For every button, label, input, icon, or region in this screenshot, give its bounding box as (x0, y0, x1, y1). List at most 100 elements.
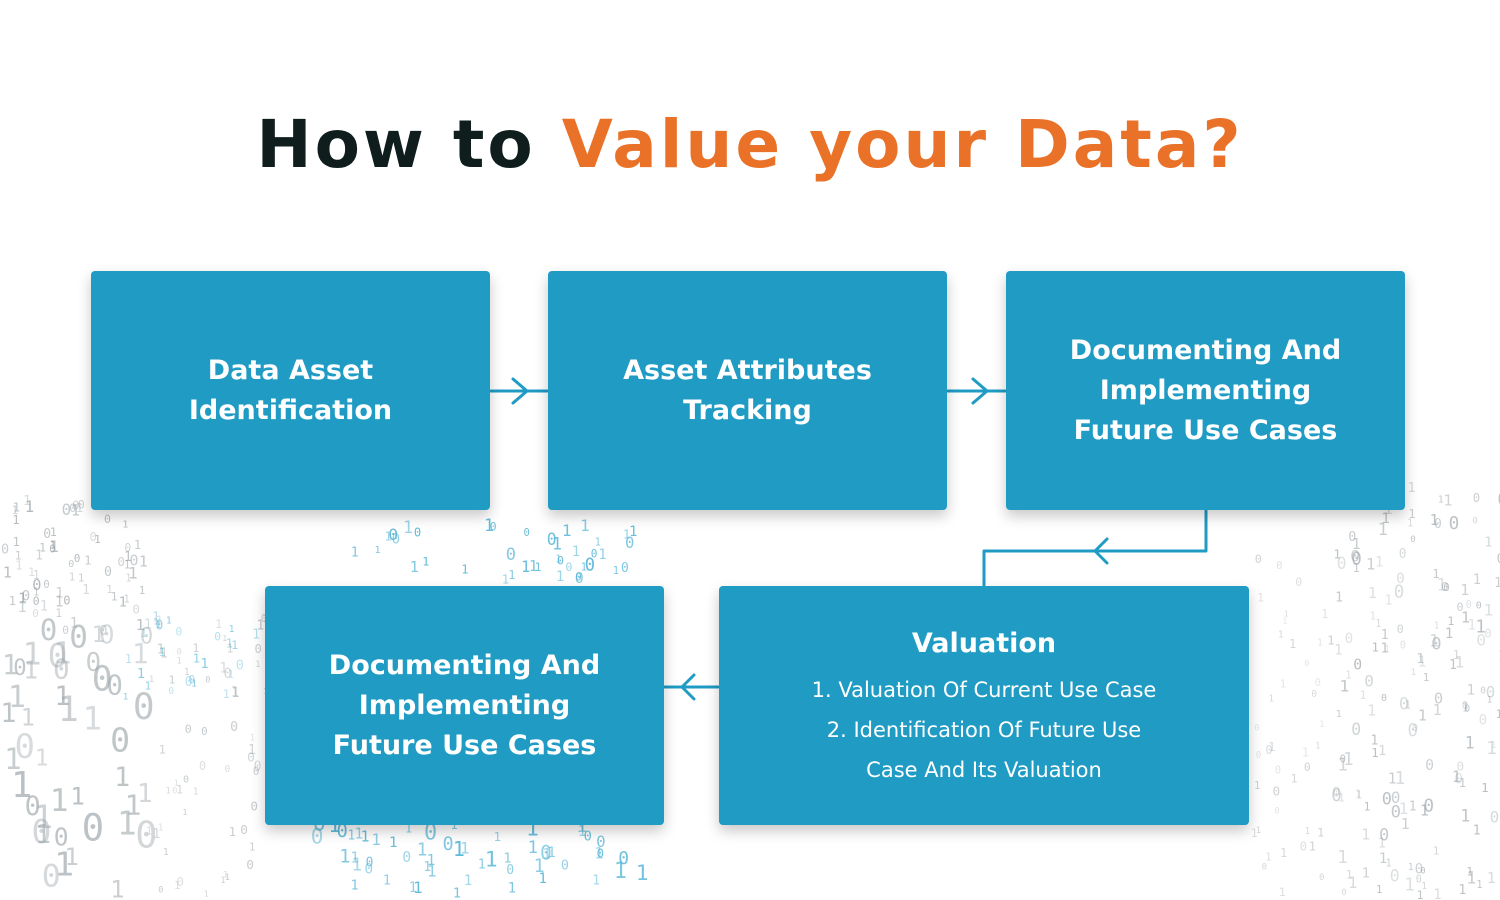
svg-text:1: 1 (1487, 869, 1496, 887)
svg-text:0: 0 (82, 806, 105, 850)
svg-text:1: 1 (125, 652, 132, 666)
svg-text:0: 0 (1457, 600, 1464, 614)
svg-text:1: 1 (521, 558, 530, 576)
svg-text:0: 0 (1304, 760, 1311, 774)
svg-text:0: 0 (1255, 552, 1262, 566)
svg-text:1: 1 (581, 562, 587, 574)
svg-text:1: 1 (193, 652, 201, 667)
svg-text:1: 1 (18, 598, 27, 616)
svg-text:1: 1 (1352, 535, 1361, 553)
svg-text:0: 0 (15, 727, 36, 767)
svg-text:0: 0 (1364, 672, 1374, 691)
svg-text:0: 0 (490, 520, 497, 534)
svg-text:0: 0 (189, 674, 196, 687)
svg-text:0: 0 (1275, 765, 1281, 777)
svg-text:1: 1 (2, 650, 18, 681)
svg-text:1: 1 (1338, 791, 1345, 805)
svg-text:1: 1 (33, 586, 40, 599)
svg-text:1: 1 (1319, 720, 1324, 730)
svg-text:1: 1 (410, 558, 419, 576)
svg-text:0: 0 (1304, 658, 1309, 668)
svg-text:1: 1 (174, 779, 179, 788)
svg-text:1: 1 (1257, 591, 1264, 605)
svg-text:1: 1 (84, 553, 91, 567)
svg-text:1: 1 (226, 637, 233, 651)
svg-text:0: 0 (1340, 754, 1346, 766)
svg-text:1: 1 (484, 515, 494, 535)
svg-text:0: 0 (49, 543, 55, 555)
svg-text:1: 1 (1445, 626, 1454, 642)
svg-text:0: 0 (584, 829, 592, 845)
svg-text:0: 0 (596, 832, 606, 851)
svg-text:1: 1 (1333, 547, 1341, 562)
svg-text:0: 0 (337, 820, 348, 842)
svg-text:1: 1 (595, 537, 601, 548)
svg-text:0: 0 (255, 642, 262, 656)
title-prefix: How to (256, 106, 562, 183)
svg-text:1: 1 (1368, 584, 1377, 602)
svg-text:1: 1 (53, 637, 71, 672)
svg-text:1: 1 (1405, 699, 1411, 711)
svg-text:0: 0 (42, 859, 61, 895)
svg-text:1: 1 (413, 878, 423, 897)
svg-text:1: 1 (478, 858, 486, 873)
svg-text:0: 0 (1484, 626, 1491, 641)
svg-text:0: 0 (414, 526, 421, 540)
svg-text:0: 0 (1, 542, 9, 558)
svg-text:0: 0 (1315, 677, 1321, 689)
svg-text:1: 1 (111, 590, 118, 604)
svg-text:1: 1 (34, 798, 53, 836)
svg-text:0: 0 (1431, 635, 1441, 655)
step-title: Data Asset Identification (188, 354, 393, 426)
svg-text:0: 0 (621, 561, 629, 576)
valuation-item: 2. Identification Of Future Use Case And… (826, 717, 1142, 782)
svg-text:1: 1 (578, 822, 587, 840)
svg-text:0: 0 (1262, 863, 1267, 873)
svg-text:1: 1 (201, 657, 209, 672)
svg-text:1: 1 (50, 783, 69, 819)
svg-text:0: 0 (13, 655, 26, 681)
svg-text:1: 1 (15, 550, 22, 563)
svg-text:0: 0 (1350, 546, 1360, 565)
svg-text:0: 0 (1476, 601, 1482, 612)
svg-text:0: 0 (185, 722, 192, 736)
svg-text:0: 0 (561, 859, 569, 874)
svg-text:1: 1 (144, 617, 152, 633)
svg-text:1: 1 (485, 848, 498, 873)
svg-text:1: 1 (1348, 873, 1357, 892)
svg-text:0: 0 (62, 500, 72, 519)
svg-text:0: 0 (1408, 721, 1419, 741)
svg-text:0: 0 (1399, 547, 1407, 562)
svg-text:1: 1 (1453, 647, 1461, 662)
svg-text:1: 1 (229, 824, 236, 839)
svg-text:0: 0 (1311, 689, 1317, 700)
svg-text:0: 0 (1416, 873, 1422, 885)
svg-text:1: 1 (1473, 823, 1481, 838)
svg-text:1: 1 (1345, 669, 1351, 681)
svg-text:1: 1 (1268, 739, 1276, 754)
svg-text:0: 0 (177, 874, 185, 889)
svg-text:1: 1 (1284, 608, 1289, 618)
svg-text:0: 0 (78, 497, 85, 511)
step-title: Documenting And Implementing Future Use … (328, 649, 601, 761)
svg-text:0: 0 (32, 812, 52, 851)
svg-text:1: 1 (159, 645, 166, 659)
svg-text:1: 1 (25, 498, 34, 516)
svg-text:0: 0 (199, 759, 206, 773)
svg-text:1: 1 (351, 879, 359, 894)
svg-text:1: 1 (1438, 495, 1444, 506)
svg-text:0: 0 (68, 559, 74, 570)
svg-text:1: 1 (1291, 771, 1298, 785)
svg-text:0: 0 (1396, 571, 1405, 587)
svg-text:0: 0 (1443, 581, 1450, 594)
svg-text:1: 1 (1360, 689, 1367, 702)
svg-text:1: 1 (145, 680, 152, 693)
svg-text:0: 0 (1399, 694, 1409, 714)
svg-text:0: 0 (1412, 723, 1418, 734)
svg-text:0: 0 (625, 534, 634, 552)
svg-text:1: 1 (1336, 709, 1342, 720)
svg-text:0: 0 (106, 669, 123, 701)
svg-text:1: 1 (110, 876, 124, 900)
svg-text:1: 1 (1433, 701, 1442, 719)
